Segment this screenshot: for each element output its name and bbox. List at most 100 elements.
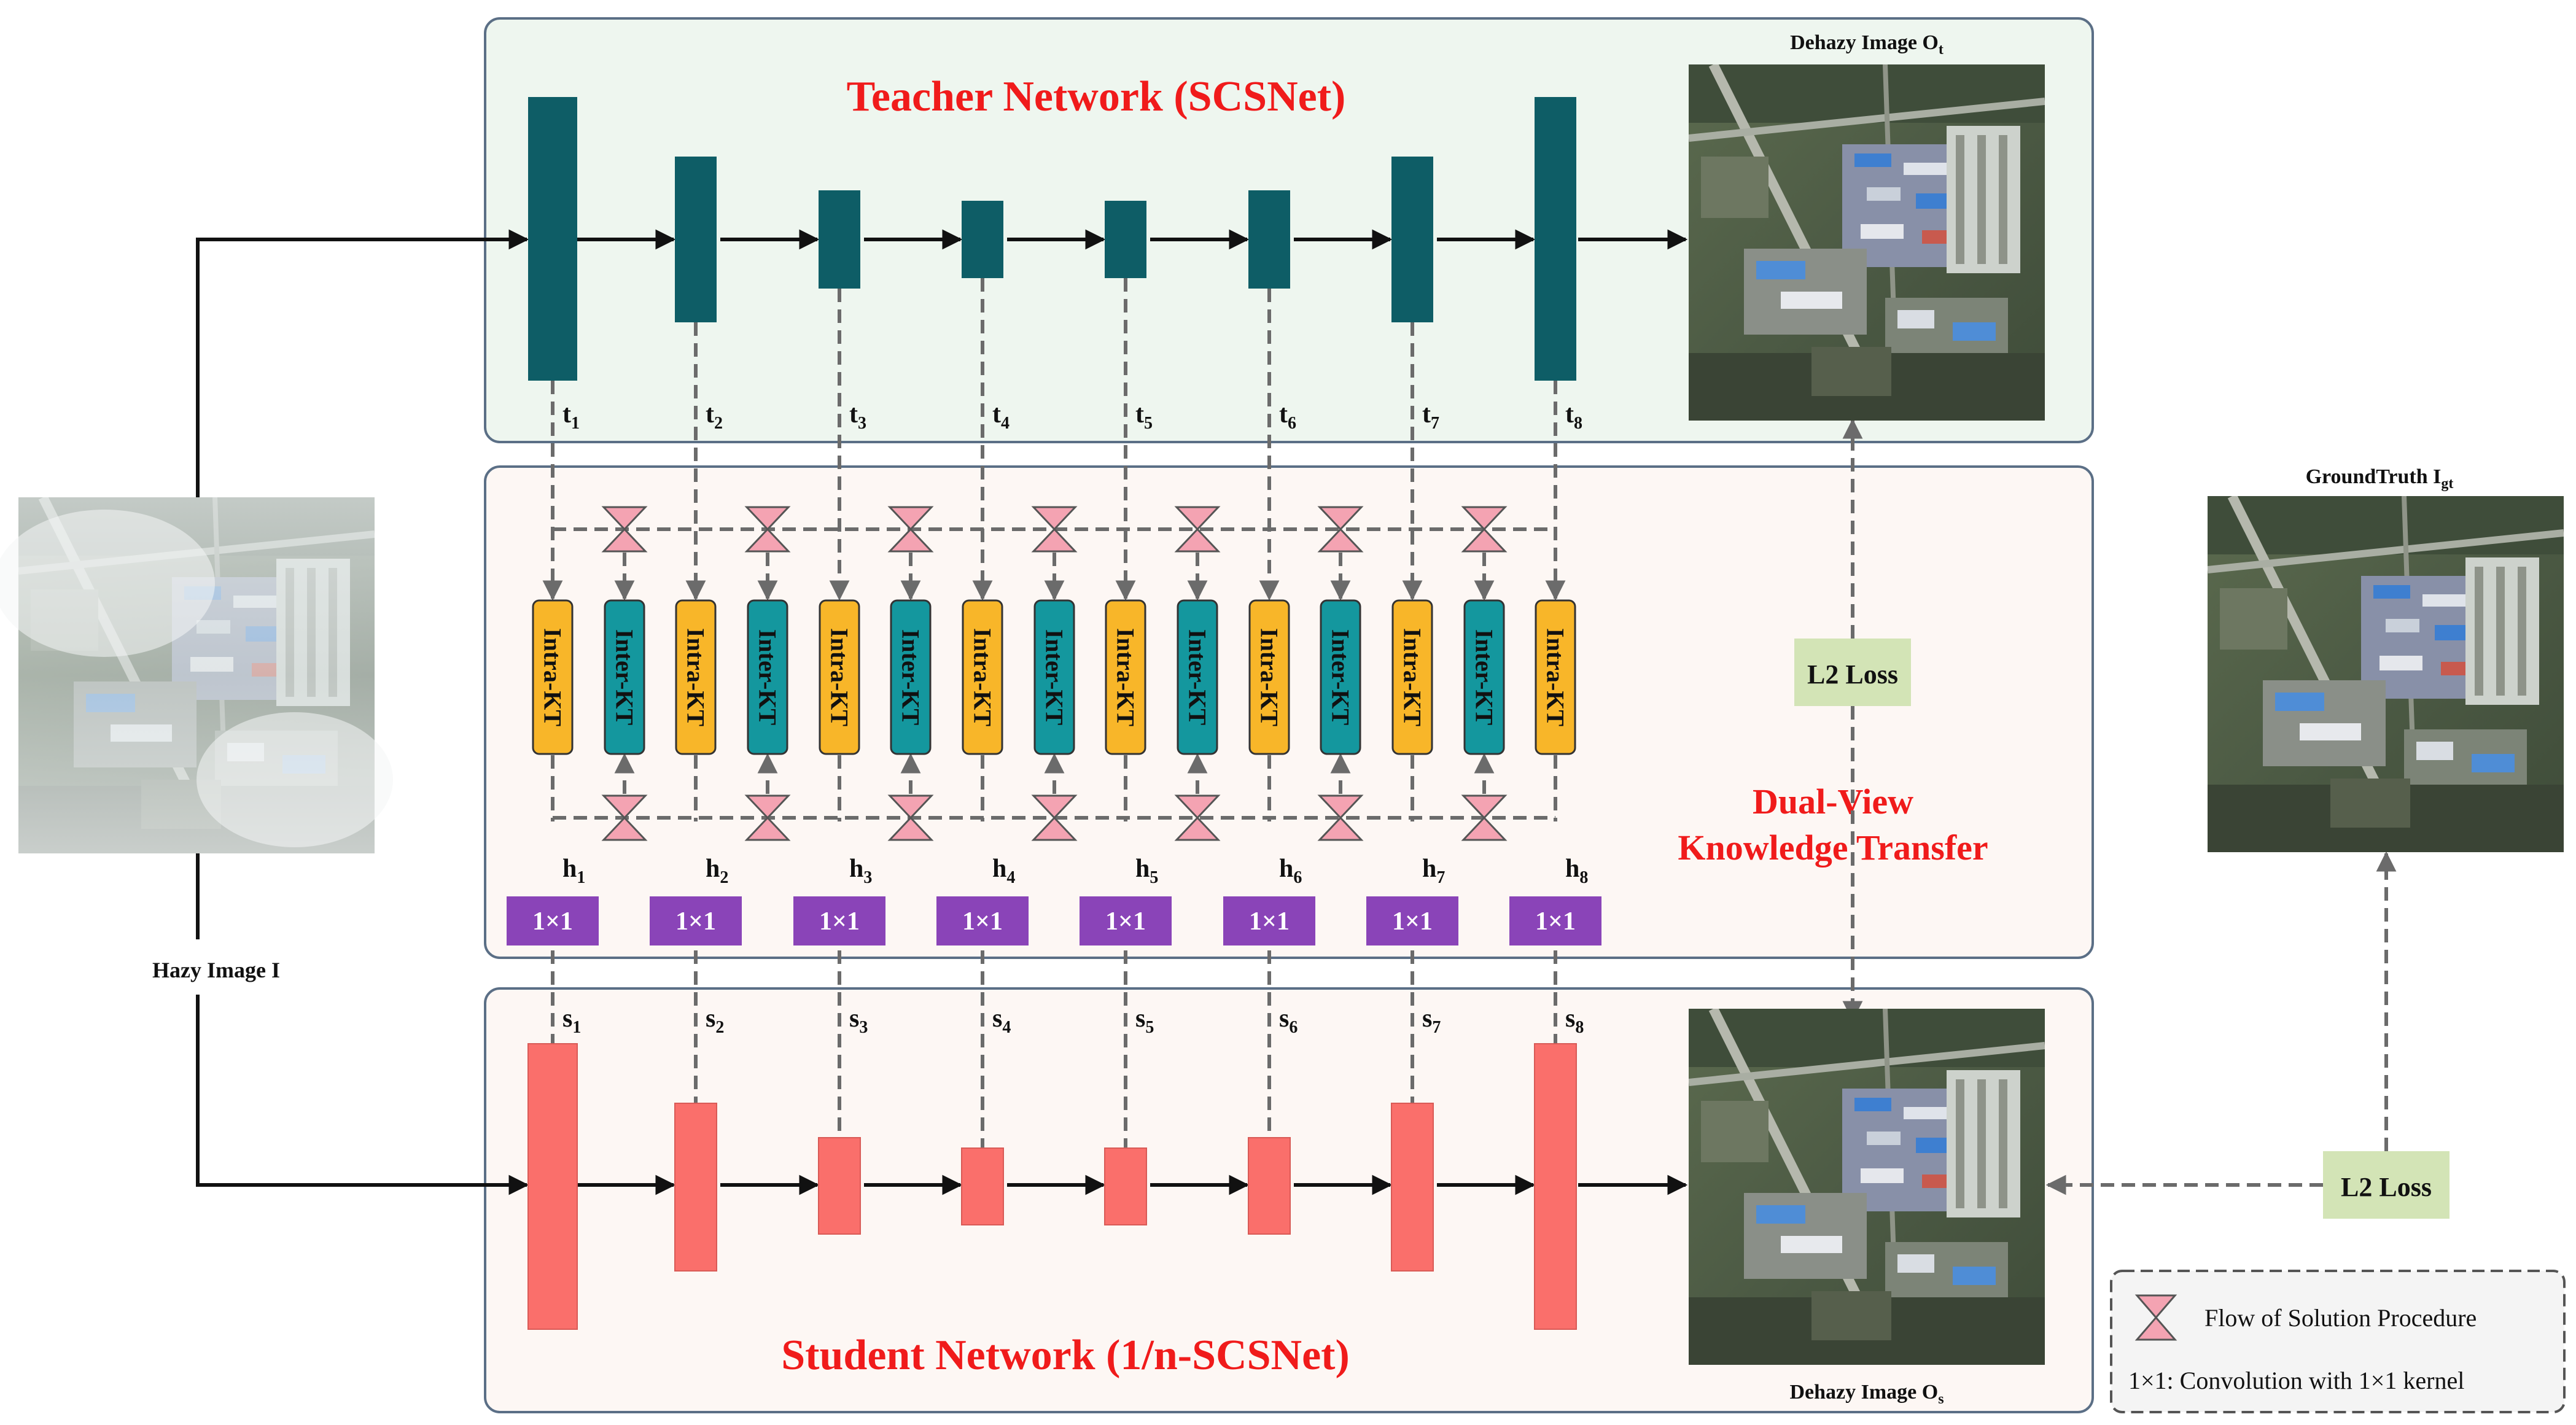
student-feature-label: s3 [849,1004,868,1037]
student-feature-label: s2 [706,1004,724,1037]
teacher-feature-label: t2 [706,400,723,433]
student-block [527,1043,578,1330]
hourglass-icon [1317,506,1364,553]
intra-kt-module [1391,599,1433,755]
hourglass-icon [601,794,648,841]
intra-kt-module [675,599,717,755]
conv-1x1-box [507,896,599,945]
hourglass-icon [1461,794,1508,841]
legend: Flow of Solution Procedure 1×1: Convolut… [2110,1270,2566,1413]
intra-kt-module-label: Intra-KT [539,628,567,726]
conv-1x1-label: 1×1 [675,907,716,936]
conv-1x1-label: 1×1 [1105,907,1146,936]
intra-kt-module-label: Intra-KT [969,628,997,726]
legend-conv-note: 1×1: Convolution with 1×1 kernel [2128,1367,2464,1394]
legend-hourglass-icon [2134,1294,2177,1341]
student-output-label: Dehazy Image Os [1789,1381,1944,1407]
conv-1x1-label: 1×1 [962,907,1003,936]
student-feature-label: s8 [1565,1004,1584,1037]
inter-kt-module-label: Inter-KT [1184,629,1212,726]
conv-1x1-box [1366,896,1458,945]
conv-1x1-label: 1×1 [1392,907,1433,936]
network-blocks [527,97,1577,1330]
hourglass-icon [601,506,648,553]
teacher-block [1391,157,1433,322]
feature-labels: t1h1s1t2h2s2t3h3s3t4h4s4t5h5s5t6h6s6t7h7… [562,400,1588,1037]
intra-kt-module-label: Intra-KT [826,628,854,726]
intra-kt-module-label: Intra-KT [1112,628,1140,726]
teacher-feature-label: t1 [562,400,580,433]
h-feature-label: h1 [562,855,585,887]
intra-kt-module [819,599,860,755]
teacher-block [1535,97,1576,381]
hourglass-icon [1174,794,1221,841]
teacher-block [675,157,717,322]
l2-loss-kt: L2 Loss [1794,639,1911,706]
teacher-feature-label: t7 [1422,400,1439,433]
hourglass-icon [744,506,791,553]
student-block [961,1147,1004,1225]
hourglass-icon [1031,506,1078,553]
teacher-dehazy-image [1689,64,2045,421]
hourglass-icon [1461,506,1508,553]
l2-loss-gt-label: L2 Loss [2341,1172,2432,1202]
intra-kt-module-label: Intra-KT [1542,628,1570,726]
student-block [674,1103,717,1272]
conv-1x1-box [650,896,742,945]
h-feature-label: h2 [706,855,728,887]
student-feature-label: s1 [562,1004,581,1037]
inter-kt-module [1320,599,1361,755]
student-block [1534,1043,1577,1330]
conv-1x1-box [1509,896,1601,945]
intra-kt-module [1248,599,1290,755]
h-feature-label: h3 [849,855,872,887]
student-feature-label: s5 [1135,1004,1154,1037]
hazy-input-image [0,497,393,853]
input-to-student-arrow [196,995,529,1195]
conv-1x1-label: 1×1 [532,907,573,936]
h-feature-label: h6 [1279,855,1302,887]
intra-kt-module [1105,599,1146,755]
hourglass-icon [887,794,934,841]
teacher-feature-label: t6 [1279,400,1296,433]
h-feature-label: h5 [1135,855,1158,887]
teacher-feature-label: t8 [1565,400,1582,433]
conv-1x1-label: 1×1 [819,907,860,936]
h-feature-label: h8 [1565,855,1588,887]
intra-kt-module-label: Intra-KT [1399,628,1426,726]
student-feature-label: s7 [1422,1004,1441,1037]
ground-truth-label: GroundTruth Igt [2306,465,2454,492]
student-block [1391,1103,1434,1272]
conv-1x1-box [793,896,885,945]
teacher-title: Teacher Network (SCSNet) [847,73,1346,120]
inter-kt-module [1033,599,1075,755]
conv-1x1-box [1223,896,1315,945]
inter-kt-module-label: Inter-KT [754,629,782,726]
ground-truth-image [2208,496,2564,852]
student-block [1248,1137,1291,1235]
kt-title-line1: Dual-View [1753,782,1913,821]
inter-kt-module-label: Inter-KT [611,629,639,726]
teacher-feature-label: t5 [1135,400,1153,433]
intra-kt-module [1535,599,1576,755]
teacher-block [528,97,577,381]
teacher-output-label: Dehazy Image Ot [1790,31,1944,58]
student-feature-label: s6 [1279,1004,1298,1037]
student-block [818,1137,861,1235]
h-feature-label: h4 [992,855,1015,887]
teacher-feature-label: t4 [992,400,1010,433]
inter-kt-module-label: Inter-KT [1041,629,1068,726]
inter-kt-module [1463,599,1505,755]
hazy-input-label: Hazy Image I [152,958,280,982]
student-title: Student Network (1/n-SCSNet) [781,1332,1350,1379]
kt-title-line2: Knowledge Transfer [1678,828,1988,868]
intra-kt-module [962,599,1003,755]
inter-kt-module [604,599,645,755]
student-feature-label: s4 [992,1004,1011,1037]
hourglass-icon [887,506,934,553]
dashed-connectors [542,278,2397,1195]
main-flow-arrows [196,229,1688,1195]
conv-1x1-box [936,896,1029,945]
hourglass-icon [744,794,791,841]
